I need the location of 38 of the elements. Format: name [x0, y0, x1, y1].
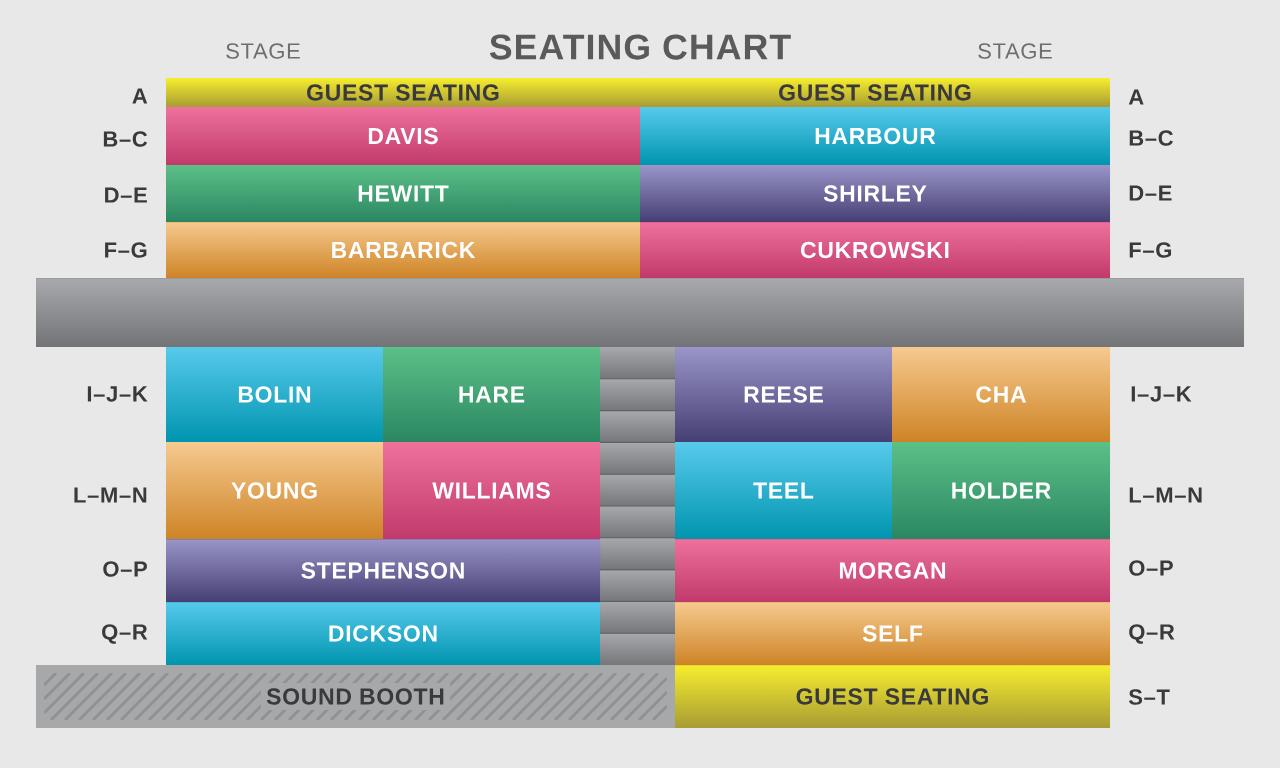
row-label: B–C: [1129, 130, 1173, 146]
row-label: B–C: [103, 131, 148, 147]
seating-block: TEEL: [675, 442, 892, 539]
seating-block: GUEST SEATING: [675, 665, 1110, 728]
row-label: Q–R: [1129, 624, 1175, 644]
seating-block: GUEST SEATING: [166, 78, 640, 107]
stage-label: STAGE: [978, 43, 1052, 59]
title: SEATING CHART: [489, 34, 791, 60]
seating-block: CHA: [892, 347, 1110, 442]
seating-block: MORGAN: [675, 539, 1110, 602]
row-label: A: [132, 88, 148, 104]
row-label: I–J–K: [87, 386, 148, 402]
seating-block: BARBARICK: [166, 222, 640, 278]
seating-block: STEPHENSON: [166, 539, 600, 602]
seating-block: YOUNG: [166, 442, 383, 539]
seating-block: CUKROWSKI: [640, 222, 1110, 278]
seating-block: HARE: [383, 347, 600, 442]
seating-block: GUEST SEATING: [640, 78, 1110, 107]
row-label: O–P: [103, 561, 147, 577]
row-label: Q–R: [102, 624, 148, 644]
hatched-block: SOUND BOOTH: [36, 665, 675, 728]
seating-block: HOLDER: [892, 442, 1110, 539]
row-label: F–G: [105, 242, 147, 258]
seating-block: WILLIAMS: [383, 442, 600, 539]
stage-label: STAGE: [226, 43, 300, 59]
seating-block: REESE: [675, 347, 892, 442]
seating-block: SHIRLEY: [640, 165, 1110, 222]
row-label: L–M–N: [74, 487, 147, 503]
row-label: I–J–K: [1131, 386, 1192, 402]
row-label: A: [1128, 89, 1144, 105]
row-label: L–M–N: [1129, 487, 1202, 503]
row-label: F–G: [1129, 242, 1171, 258]
row-label: D–E: [1129, 185, 1172, 201]
seating-block: BOLIN: [166, 347, 383, 442]
row-label: S–T: [1128, 689, 1170, 705]
seating-block: HEWITT: [166, 165, 640, 222]
row-label: D–E: [105, 187, 147, 203]
row-label: O–P: [1129, 560, 1173, 576]
